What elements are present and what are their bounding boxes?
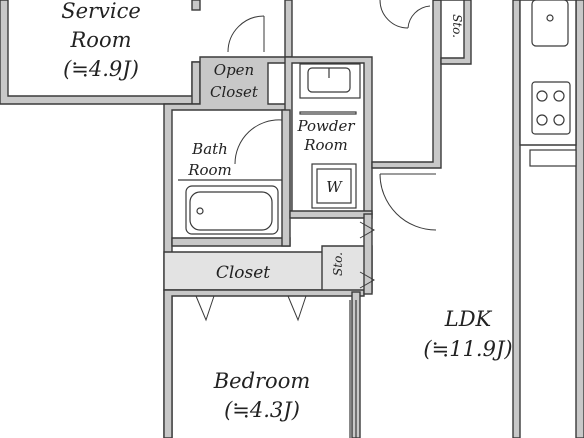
ldk-label: LDK (444, 307, 493, 331)
washer-icon (311, 163, 357, 209)
open-closet-label-2: Closet (210, 83, 259, 101)
door-swing-icon (227, 15, 265, 53)
outer-right-wall (575, 0, 584, 438)
powder-bottom-wall (289, 210, 373, 219)
doors (195, 0, 437, 438)
service-room-label-2: Room (69, 28, 131, 52)
hall-wall (363, 213, 373, 295)
washbasin-icon (299, 63, 361, 99)
powder-shelf (299, 111, 357, 115)
open-closet-left-wall (191, 61, 201, 105)
storage-door (359, 221, 376, 239)
bedroom-label: Bedroom (213, 369, 311, 393)
stove-icon (531, 81, 571, 135)
powder-room-label-2: Room (303, 136, 348, 154)
storage-door (359, 271, 376, 289)
closet-door (195, 295, 215, 322)
service-room-label: Service (61, 0, 141, 23)
bath-room-label: Bath (191, 140, 228, 158)
bath-room-label-2: Room (187, 161, 232, 179)
washer-label: W (326, 178, 343, 196)
door-swing-icon (379, 0, 409, 29)
corridor-wall (371, 0, 442, 169)
storage-mid-label: Sto. (331, 252, 345, 276)
bath-bottom-wall (171, 237, 291, 247)
bedroom-area: (≒4.3J) (224, 398, 300, 422)
service-room-area: (≒4.9J) (63, 57, 139, 81)
door-swing-icon (407, 5, 431, 29)
bathtub-icon (185, 185, 279, 235)
ldk-area: (≒11.9J) (423, 337, 512, 361)
kitchen-counter-shelf (529, 149, 577, 167)
top-center-wall (284, 0, 293, 58)
kitchen-right-wall (512, 0, 521, 438)
service-room-right-wall (191, 0, 201, 11)
bath-top-wall (163, 56, 291, 438)
powder-room-label: Powder (296, 117, 355, 135)
closet-label: Closet (216, 263, 270, 283)
fixtures (178, 0, 571, 235)
labels: Service Room (≒4.9J) Open Closet Bath Ro… (61, 0, 512, 422)
storage-top-label: Sto. (450, 14, 464, 38)
bath-powder-wall (281, 109, 291, 247)
open-closet-label: Open (214, 61, 254, 79)
door-swing-icon (379, 173, 437, 231)
sink-drain (546, 14, 554, 22)
door-swing-icon (234, 119, 283, 165)
closet-door (287, 295, 307, 322)
storage-top-wall (433, 0, 472, 65)
kitchen-sink-icon (531, 0, 569, 47)
